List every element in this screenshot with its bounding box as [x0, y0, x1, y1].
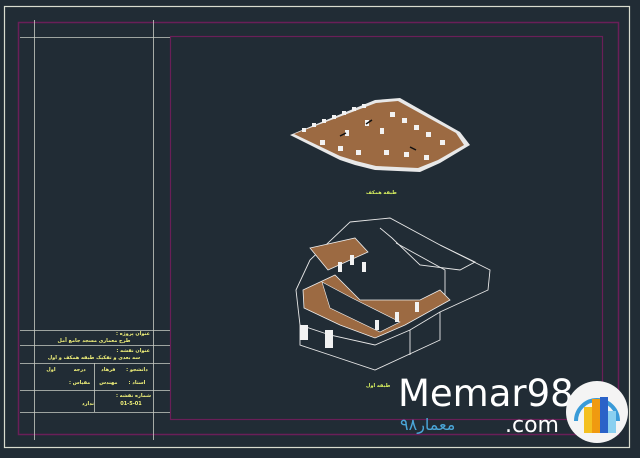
sheet-name: سه بعدی و تفکیک طبقه همکف و اول [47, 355, 141, 361]
sheet-cell: عنوان نقشه : سه بعدی و تفکیک طبقه همکف و… [35, 348, 153, 361]
sheet-no-value-row: 01-5-01 ندارد [35, 401, 153, 407]
sheet-label: عنوان نقشه : [116, 348, 150, 354]
outer-frame [3, 5, 631, 449]
project-name: طرح معماری مسجد جامع آمل [57, 338, 131, 344]
scale-value: ندارد [82, 401, 94, 407]
bottom-floor-slab [300, 237, 451, 348]
sheet-no-label: شماره نقشه : [115, 393, 151, 399]
teacher-value: مهندس [99, 380, 118, 386]
student-value: فرهاد [101, 367, 116, 373]
watermark-domain: .com [505, 413, 559, 438]
title-panel-lines [20, 20, 170, 440]
student-row: دانشجو : فرهاد درجه اول [35, 367, 153, 373]
bottom-floor-drawing [295, 217, 491, 371]
magenta-frame-outer [17, 21, 620, 436]
scale-label: مقیاس : [69, 380, 91, 386]
project-label: عنوان پروژه : [116, 331, 150, 337]
grade-label: درجه [73, 367, 86, 373]
top-floor-caption: طبقه همکف [366, 190, 397, 196]
sheet-no-value: 01-5-01 [120, 401, 142, 407]
grade-value: اول [46, 367, 56, 373]
watermark-persian: معمار۹۸ [400, 415, 456, 434]
sheet-no-row: شماره نقشه : [35, 393, 153, 399]
project-cell: عنوان پروژه : طرح معماری مسجد جامع آمل [35, 331, 153, 344]
bottom-floor-caption: طبقه اول [366, 383, 391, 389]
teacher-label: استاد : [128, 380, 146, 386]
teacher-row: استاد : مهندس مقیاس : [35, 380, 153, 386]
top-floor-drawing [290, 98, 470, 172]
watermark-brand: Memar98 [398, 372, 574, 415]
magenta-frame-inner [169, 35, 604, 421]
student-label: دانشجو : [126, 367, 148, 373]
memar98-logo-icon [566, 381, 628, 443]
